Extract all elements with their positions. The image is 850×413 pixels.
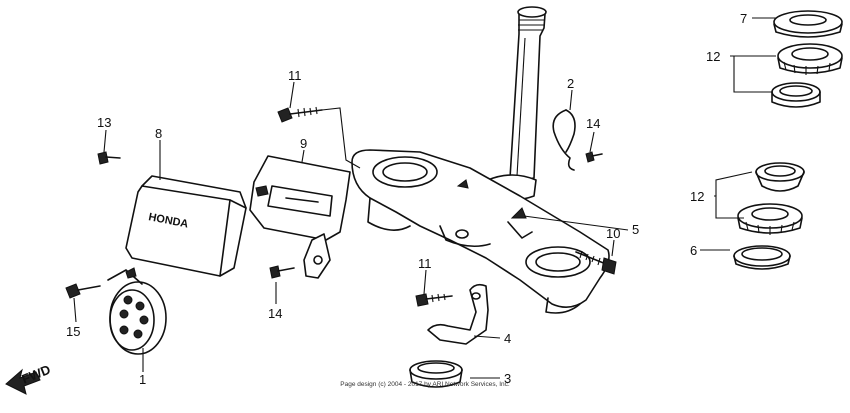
steering-stem-shaft <box>487 6 547 201</box>
bearing-stack-lower <box>733 162 805 270</box>
screw-13 <box>97 151 121 165</box>
bracket-9 <box>249 155 351 279</box>
callout-5: 5 <box>632 222 639 237</box>
callout-7: 7 <box>740 11 747 26</box>
callout-3: 3 <box>504 371 511 386</box>
leader-lines <box>73 17 776 379</box>
horn-1 <box>107 267 167 355</box>
bolt-11-lower <box>415 293 453 307</box>
cover-8: HONDA <box>125 175 247 277</box>
callout-10: 10 <box>606 226 620 241</box>
wire-clip <box>552 109 576 171</box>
screw-14-upper <box>585 151 603 163</box>
callout-12-lower: 12 <box>690 189 704 204</box>
fwd-arrow: FWD <box>5 362 53 395</box>
bottom-bridge <box>351 149 610 314</box>
callout-14-lower: 14 <box>268 306 282 321</box>
callout-labels: 1 2 3 4 5 6 7 8 9 10 11 11 12 12 13 14 1… <box>66 11 747 387</box>
callout-8: 8 <box>155 126 162 141</box>
fwd-label: FWD <box>20 362 53 387</box>
screw-14-lower <box>269 265 295 279</box>
callout-11-lower: 11 <box>418 256 432 271</box>
callout-4: 4 <box>504 331 511 346</box>
callout-14-upper: 14 <box>586 116 600 131</box>
callout-15: 15 <box>66 324 80 339</box>
bolt-15 <box>65 283 101 299</box>
callout-9: 9 <box>300 136 307 151</box>
callout-12-upper: 12 <box>706 49 720 64</box>
callout-11-upper: 11 <box>288 68 302 83</box>
bolt-10 <box>575 250 617 275</box>
copyright-notice: Page design (c) 2004 - 2017 by ARI Netwo… <box>340 381 510 388</box>
callout-6: 6 <box>690 243 697 258</box>
dust-seal <box>409 360 463 388</box>
hose-guide <box>427 283 489 345</box>
bolt-11-upper <box>277 106 323 123</box>
callout-1: 1 <box>139 372 146 387</box>
callout-13: 13 <box>97 115 111 130</box>
callout-2: 2 <box>567 76 574 91</box>
bearing-stack-upper <box>771 10 843 108</box>
